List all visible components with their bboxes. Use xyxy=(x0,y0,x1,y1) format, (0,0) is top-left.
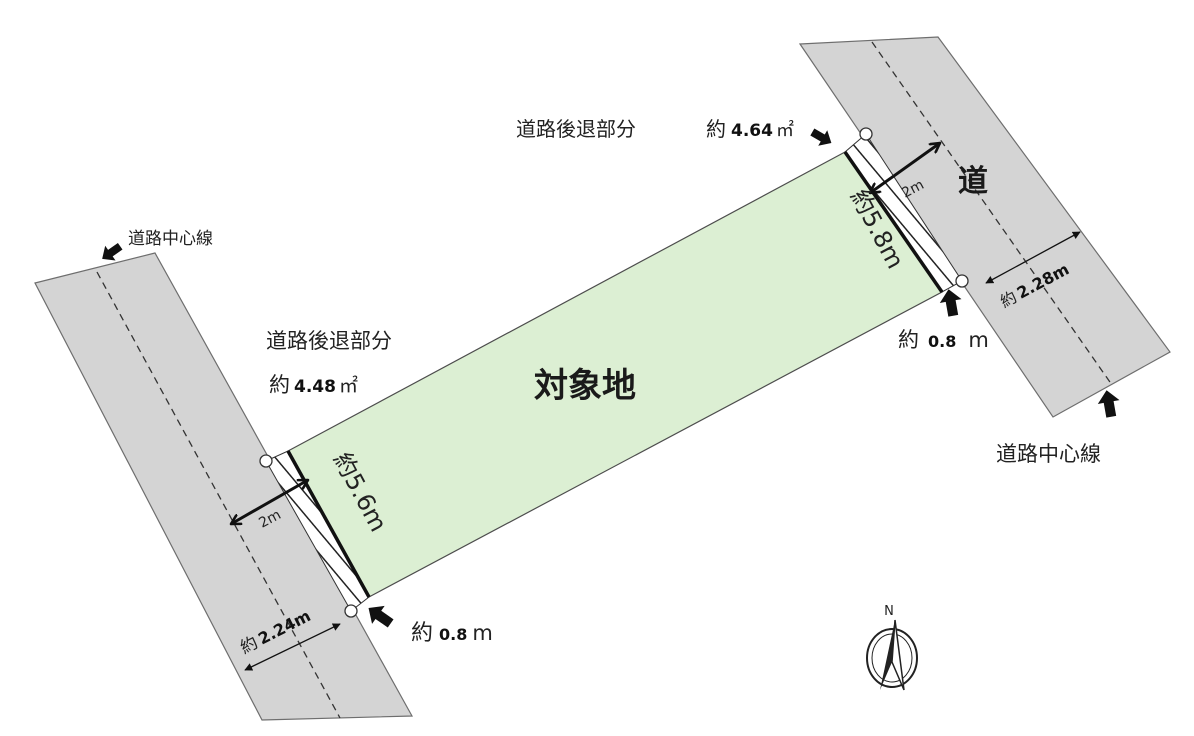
left-corner-pointer-icon xyxy=(368,605,394,628)
right-corner-pointer-icon xyxy=(939,289,962,317)
right-top-corner-marker xyxy=(859,127,873,141)
right-road-width-line xyxy=(985,231,1081,284)
left-centerline-label: 道路中心線 xyxy=(128,229,213,249)
left-offset-arrow xyxy=(231,478,308,526)
left-centerline-pointer-icon xyxy=(102,242,123,261)
right-offset-arrow xyxy=(870,143,940,193)
left-road xyxy=(34,252,414,721)
left-bottom-corner-marker xyxy=(344,604,358,618)
right-road-centerline xyxy=(871,41,1113,386)
right-area-pointer-icon xyxy=(810,128,832,146)
right-road xyxy=(798,36,1171,418)
right-bottom-corner-marker xyxy=(955,274,969,288)
left-frontage-edge xyxy=(286,450,371,598)
right-frontage-edge xyxy=(843,151,944,293)
left-setback-label: 道路後退部分 xyxy=(266,329,392,353)
compass-north-label: N xyxy=(884,604,894,619)
right-centerline-pointer-icon xyxy=(1097,390,1120,418)
compass-north-icon: N xyxy=(866,604,918,691)
left-road-width-line xyxy=(244,623,341,671)
right-centerline-label: 道路中心線 xyxy=(996,442,1101,466)
site-label: 対象地 xyxy=(534,366,636,406)
left-top-corner-marker xyxy=(259,454,273,468)
right-setback-label: 道路後退部分 xyxy=(516,117,636,141)
right-road-name: 道 xyxy=(958,164,988,199)
